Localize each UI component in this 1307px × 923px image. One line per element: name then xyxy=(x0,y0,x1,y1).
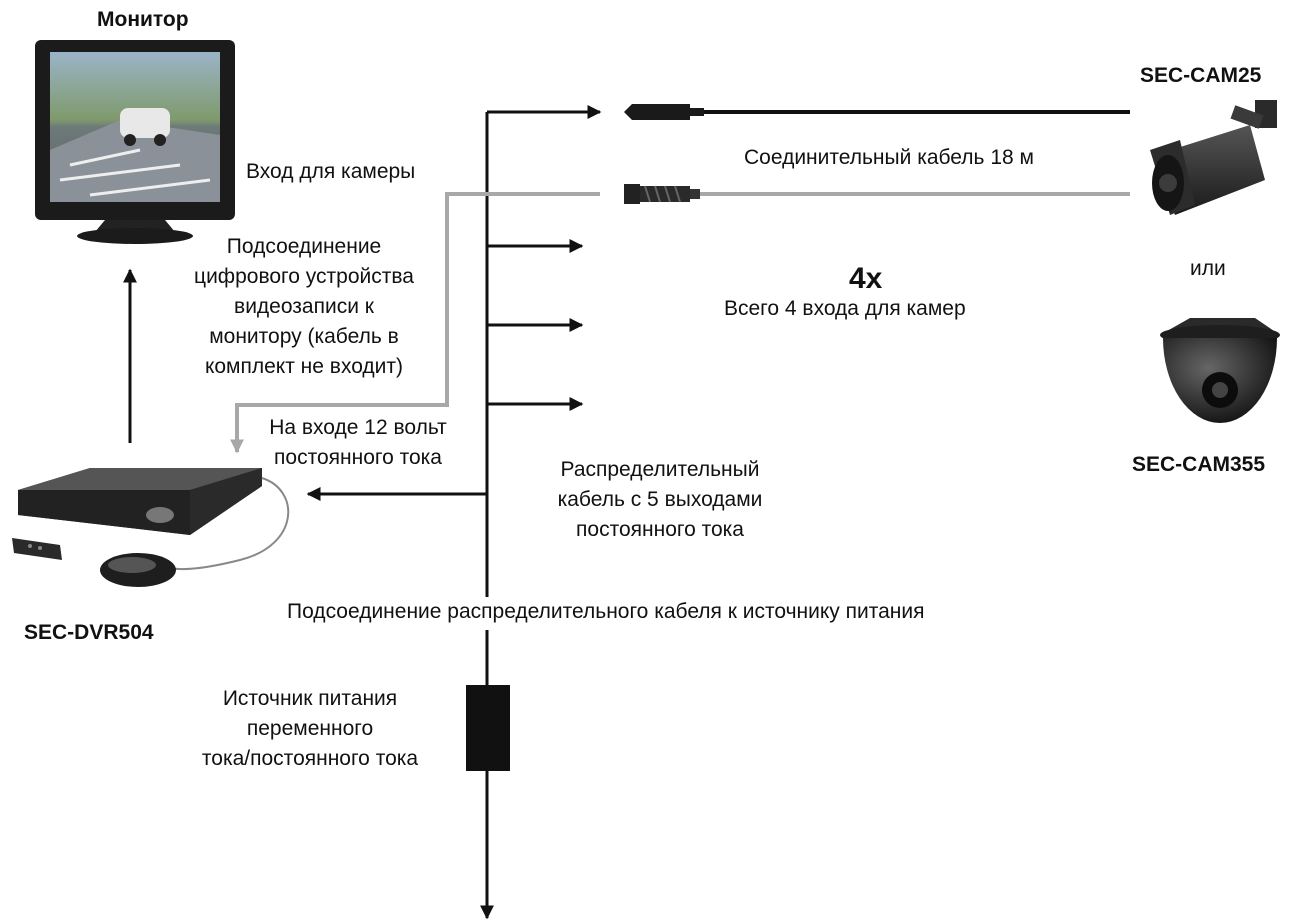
dvr-monitor-label: Подсоединение цифрового устройства видео… xyxy=(194,235,414,378)
dome-camera-icon xyxy=(1160,318,1280,423)
power-connector-icon xyxy=(624,104,704,120)
monitor-icon xyxy=(35,40,235,244)
psu-label: Источник питания переменного тока/постоя… xyxy=(201,687,419,770)
dvr-icon xyxy=(18,468,290,571)
monitor-label: Монитор xyxy=(97,8,189,31)
bnc-connector-icon xyxy=(624,184,700,204)
or-label: или xyxy=(1190,257,1226,280)
psu-connection-label: Подсоединение распределительного кабеля … xyxy=(287,600,925,623)
total-inputs-label: Всего 4 входа для камер xyxy=(724,297,966,320)
cam355-label: SEC-CAM355 xyxy=(1132,453,1266,476)
cam25-label: SEC-CAM25 xyxy=(1140,64,1262,87)
video-cable-line xyxy=(230,192,600,454)
connect-cable-label: Соединительный кабель 18 м xyxy=(744,146,1034,169)
remote-control-icon xyxy=(12,538,62,560)
mouse-icon xyxy=(100,553,176,587)
count-label: 4x xyxy=(849,262,883,295)
power-supply-icon xyxy=(466,685,510,771)
distribution-cable-label: Распределительный кабель с 5 выходами по… xyxy=(557,458,763,541)
dc-input-label: На входе 12 вольт постоянного тока xyxy=(269,416,447,469)
bullet-camera-icon xyxy=(1150,100,1277,215)
camera-input-label: Вход для камеры xyxy=(246,160,416,183)
dvr-label: SEC-DVR504 xyxy=(24,621,154,644)
